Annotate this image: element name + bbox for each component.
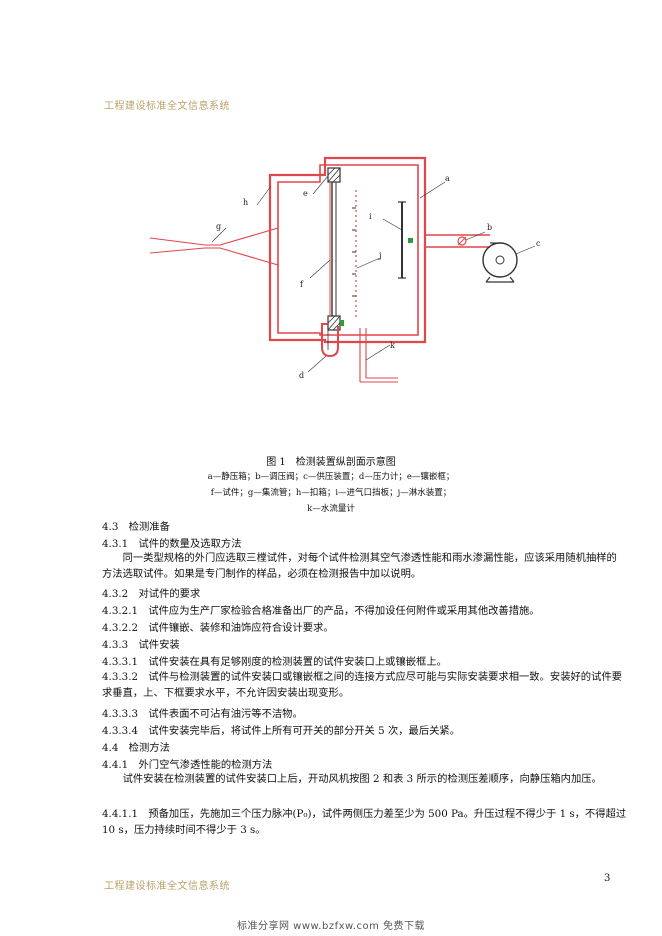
device-cross-section-diagram: a b c d e f g h i j k [149,156,541,383]
subsection-heading: 4.3.3 试件安装 [102,639,180,651]
footer-link-text: 标准分享网 www.bzfxw.com 免费下载 [237,921,425,932]
water-flowmeter [359,328,398,383]
figure-legend-line: f—试件；g—集流管；h—扣箱；i—进气口挡板；j—淋水装置； [210,488,452,498]
watermark-top: 工程建设标准全文信息系统 [104,101,230,112]
label-h: h [243,198,248,207]
collector-pipe [149,227,279,266]
subsection-heading: 4.3.2 对试件的要求 [102,588,201,600]
clause: 4.3.3.3 试件表面不可沾有油污等不洁物。 [102,708,303,720]
paragraph: 同一类型规格的外门应选取三樘试件，对每个试件检测其空气渗透性能和雨水渗漏性能，应… [102,550,627,582]
label-f: f [300,280,304,289]
pressure-valve [457,236,467,246]
paragraph: 试件安装在检测装置的试件安装口上后，开动风机按图 2 和表 3 所示的检测压差顺… [102,771,627,787]
clause: 4.4.1.1 预备加压，先施加三个压力脉冲(P₀)，试件两侧压力差至少为 50… [102,808,627,836]
label-e: e [303,189,308,198]
figure-legend-line: a—静压箱；b—调压阀；c—供压装置；d—压力计；e—镶嵌框； [207,472,455,482]
page-number: 3 [604,873,611,884]
clause: 4.3.2.1 试件应为生产厂家检验合格准备出厂的产品，不得加设任何附件或采用其… [102,605,540,617]
green-marker-right [408,238,413,243]
label-d: d [299,371,304,380]
label-i: i [369,212,372,221]
label-g: g [216,222,221,231]
cap-box-outline [268,156,427,344]
manometer [321,323,339,358]
section-heading: 4.3 检测准备 [102,521,170,533]
label-k: k [390,341,395,350]
subsection-heading: 4.4.1 外门空气渗透性能的检测方法 [102,759,273,771]
clause: 4.3.2.2 试件镶嵌、装修和油饰应符合设计要求。 [102,622,334,634]
clause: 4.3.3.2 试件与检测装置的试件安装口或镶嵌框之间的连接方式应尽可能与实际安… [102,671,622,699]
cap-box-inner [277,164,419,336]
fan [482,242,518,278]
clause: 4.3.3.4 试件安装完毕后，将试件上所有可开关的部分开关 5 次，最后关紧。 [102,725,461,737]
label-a: a [445,174,450,183]
section-heading: 4.4 检测方法 [102,742,170,754]
green-marker-top [340,320,344,326]
paragraph-text: 同一类型规格的外门应选取三樘试件，对每个试件检测其空气渗透性能和雨水渗漏性能，应… [102,552,617,580]
clause: 4.3.3.1 试件安装在具有足够刚度的检测装置的试件安装口上或镶嵌框上。 [102,656,447,668]
watermark-bottom: 工程建设标准全文信息系统 [104,881,230,892]
figure-legend-line: k—水流量计 [307,504,355,514]
label-b: b [487,223,492,232]
figure-caption: 图 1 检测装置纵剖面示意图 [266,457,396,468]
subsection-heading: 4.3.1 试件的数量及选取方法 [102,538,242,550]
label-c: c [536,239,541,248]
paragraph-text: 试件安装在检测装置的试件安装口上后，开动风机按图 2 和表 3 所示的检测压差顺… [122,773,602,785]
label-j: j [378,251,381,260]
